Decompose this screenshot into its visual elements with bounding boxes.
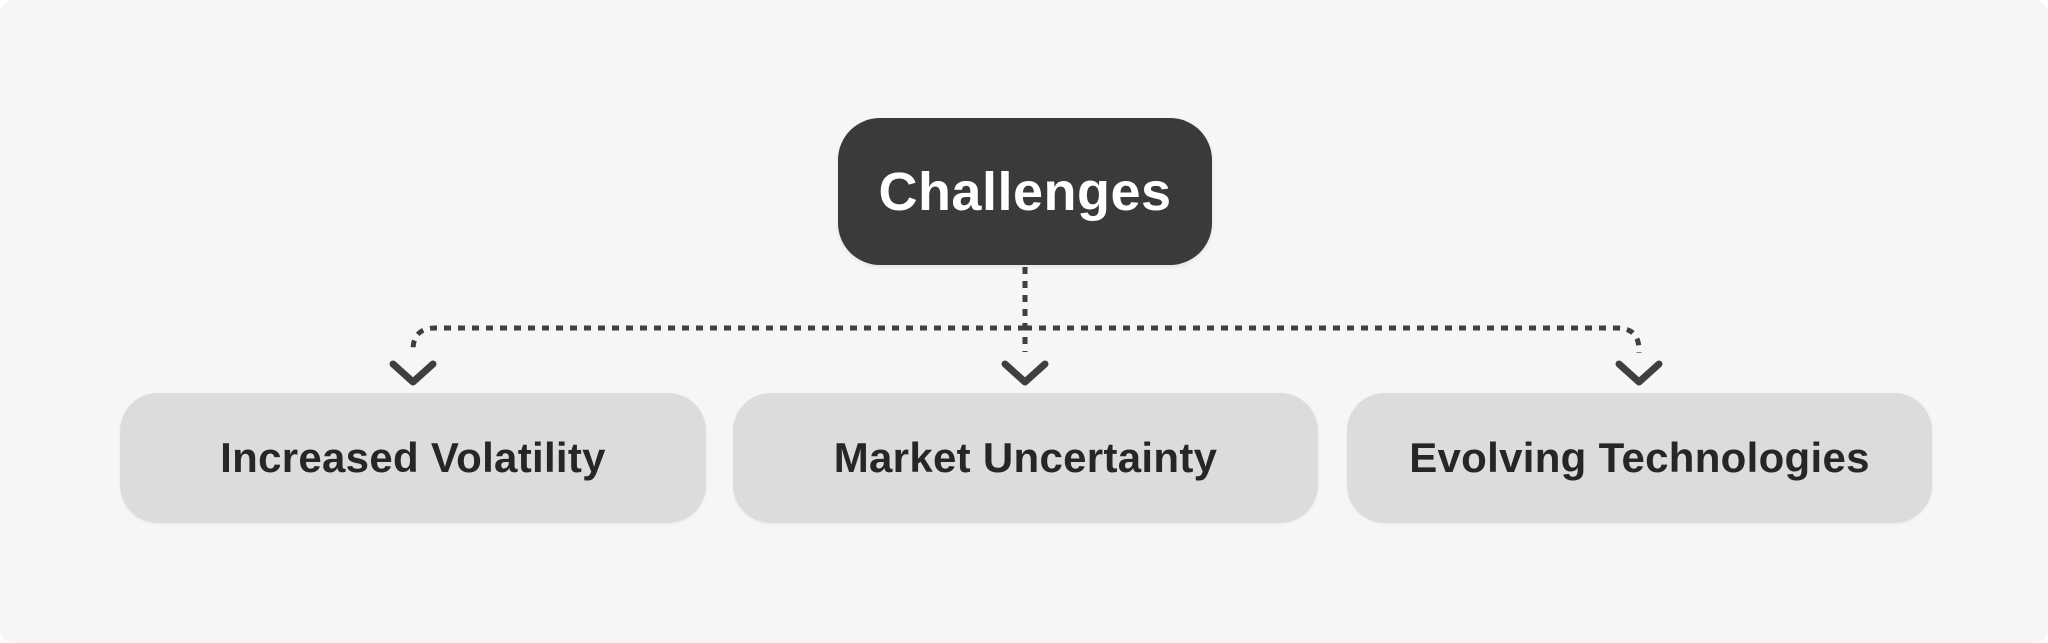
node-challenges: Challenges — [838, 118, 1212, 265]
arrowhead-middle-icon — [1001, 360, 1049, 386]
node-market-uncertainty: Market Uncertainty — [733, 393, 1318, 523]
node-evolving-technologies: Evolving Technologies — [1347, 393, 1932, 523]
node-challenges-label: Challenges — [878, 161, 1172, 222]
node-evolving-technologies-label: Evolving Technologies — [1409, 434, 1870, 481]
node-increased-volatility-label: Increased Volatility — [220, 434, 606, 481]
node-increased-volatility: Increased Volatility — [120, 393, 706, 523]
connector-root-to-right — [1025, 325, 1642, 353]
arrowhead-left-icon — [389, 360, 437, 386]
node-market-uncertainty-label: Market Uncertainty — [833, 434, 1218, 481]
connector-root-to-left — [410, 325, 1025, 353]
arrowhead-right-icon — [1615, 360, 1663, 386]
